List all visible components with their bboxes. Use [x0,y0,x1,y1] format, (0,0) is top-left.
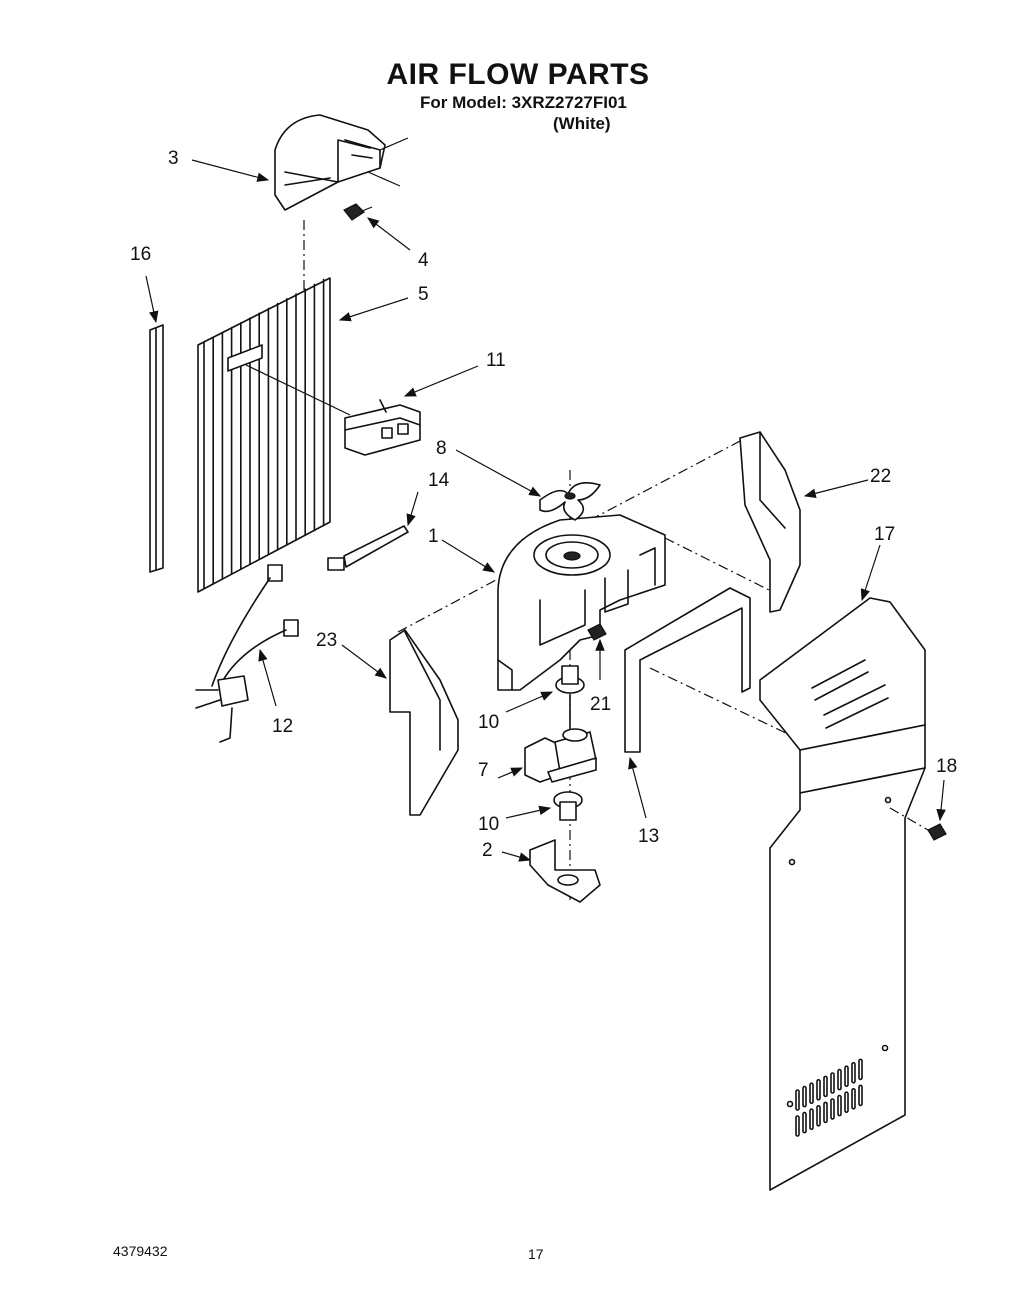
vent-slot [816,1105,821,1127]
part-21-screw [587,623,607,641]
callout-17: 17 [874,524,895,545]
vent-slot [837,1094,842,1117]
part-10-grommet-lower [553,791,583,821]
leader-5 [338,297,409,322]
vent-slot [816,1079,821,1101]
leader-12 [258,648,277,707]
leader-11 [403,365,479,397]
part-18-screw [927,823,947,841]
vent-slot [795,1089,800,1111]
callout-18: 18 [936,756,957,777]
leader-10a [505,691,554,713]
part-1-fan-shroud [497,514,666,691]
callout-2: 2 [482,840,493,861]
callout-11: 11 [486,350,506,371]
page-number: 17 [528,1246,544,1262]
vent-slot [858,1084,863,1107]
callout-10-lower: 10 [478,814,499,835]
leader-8 [455,449,542,497]
vent-slot [823,1075,828,1098]
leader-2 [501,851,532,862]
part-16-gasket-strip [149,324,164,573]
part-5-evaporator-cover [197,277,351,593]
part-3-duct-cover [274,114,409,211]
leader-14 [406,491,419,527]
callout-13: 13 [638,826,659,847]
vent-slot [802,1111,807,1134]
part-10-grommet-upper [555,665,585,694]
vent-slot [844,1065,849,1087]
document-number: 4379432 [113,1243,168,1259]
page-title: AIR FLOW PARTS [386,58,650,91]
vent-slot [851,1062,856,1084]
leader-3 [191,159,270,182]
callout-21: 21 [590,694,611,715]
callout-22: 22 [870,466,891,487]
vent-slot [823,1101,828,1124]
vent-slot [809,1108,814,1130]
callout-12: 12 [272,716,293,737]
alignment-line [589,439,743,521]
leader-7 [497,767,524,779]
leader-10b [505,805,552,819]
model-color: (White) [553,114,611,133]
part-8-fan-blade [539,482,601,521]
vent-slot [837,1068,842,1091]
vent-slot [830,1072,835,1094]
callout-7: 7 [478,760,489,781]
part-14-sensor [327,525,409,571]
vent-slot [851,1088,856,1110]
vent-slot [830,1098,835,1120]
callout-14: 14 [428,470,450,491]
leader-4 [367,217,411,251]
callout-8: 8 [436,438,447,459]
vent-slot [809,1082,814,1104]
part-17-rear-panel [759,597,926,1191]
alignment-line [397,579,497,633]
callout-16: 16 [130,244,151,265]
leader-23 [341,644,387,679]
callout-4: 4 [418,250,429,271]
leader-13 [628,756,647,819]
leader-17 [860,544,881,602]
alignment-line [649,667,791,736]
callout-5: 5 [418,284,429,305]
leader-16 [145,275,159,324]
part-22-side-baffle [739,431,801,613]
leader-1 [441,539,496,573]
vent-slot [844,1091,849,1113]
vent-slot [858,1058,863,1081]
part-13-u-gasket [624,587,751,753]
part-23-side-baffle [389,629,459,816]
alignment-line [889,807,929,831]
leader-18 [936,779,946,822]
callout-10-upper: 10 [478,712,499,733]
part-2-motor-bracket [529,839,601,903]
part-11-bracket [344,399,421,456]
alignment-line [664,537,786,599]
callout-3: 3 [168,148,179,169]
vent-slot [802,1085,807,1108]
model-number: For Model: 3XRZ2727FI01 [420,93,627,112]
callout-23: 23 [316,630,337,651]
vent-slot [795,1115,800,1137]
part-12-wire-harness [195,564,299,743]
leader-22 [803,479,869,498]
callout-1: 1 [428,526,439,547]
part-7-fan-motor [524,694,597,783]
part-4-screw [343,203,373,221]
